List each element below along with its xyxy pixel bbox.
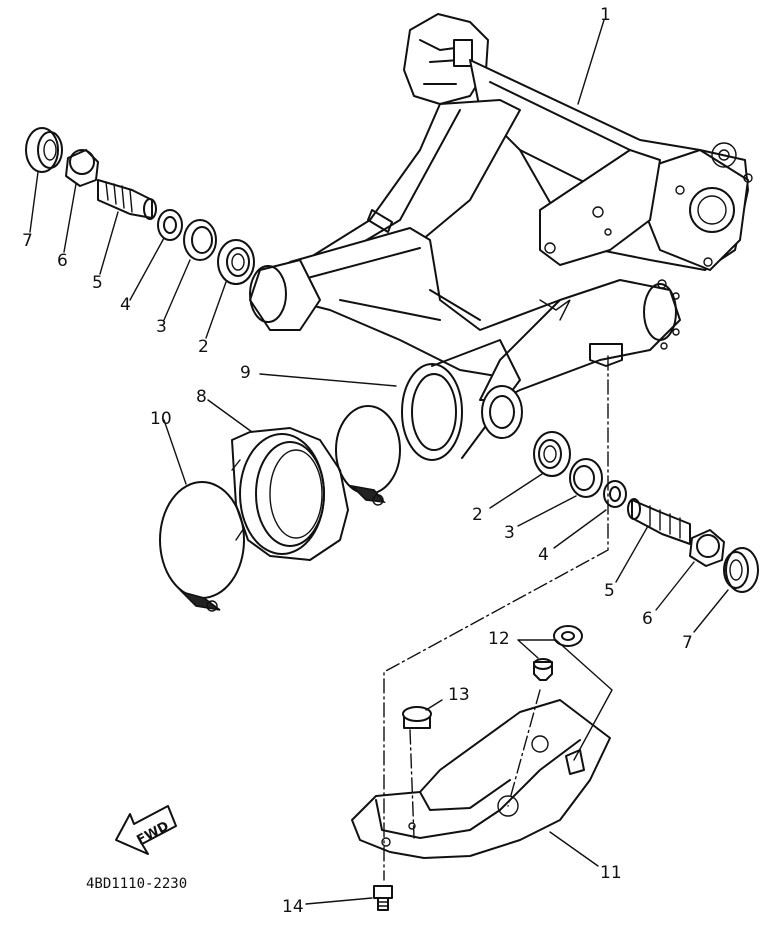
part-14-bolt xyxy=(373,885,393,911)
part-13-cap xyxy=(402,706,432,729)
part-10-boot-clamp-large xyxy=(159,481,245,612)
part-2-left-bearing xyxy=(217,239,255,285)
callout-14: 14 xyxy=(282,897,304,917)
part-12-grommet xyxy=(533,625,583,681)
part-6-left-collar xyxy=(65,149,99,187)
callout-6-right: 6 xyxy=(642,609,653,629)
part-6-right-collar xyxy=(689,529,725,567)
callout-13: 13 xyxy=(448,685,470,705)
part-3-right-oil-seal xyxy=(569,458,603,498)
part-9-boot-clamp-small xyxy=(335,405,401,506)
part-1-swingarm xyxy=(249,13,753,461)
part-2-right-bearing xyxy=(533,431,571,477)
callout-7-left: 7 xyxy=(22,231,33,251)
part-3-left-oil-seal xyxy=(183,219,217,261)
assembly-lines xyxy=(29,19,729,905)
part-11-chain-guard xyxy=(351,699,611,859)
fwd-arrow-icon: FWD xyxy=(115,805,177,855)
part-7-right-dust-cover xyxy=(723,547,759,593)
callout-8: 8 xyxy=(196,387,207,407)
callout-labels: 1 7 6 5 4 3 2 9 8 10 2 3 4 5 6 7 12 13 1… xyxy=(22,5,693,917)
part-4-right-spacer xyxy=(603,480,627,508)
callout-12: 12 xyxy=(488,629,510,649)
callout-4-right: 4 xyxy=(538,545,549,565)
part-7-left-dust-cover xyxy=(25,127,63,173)
part-5-left-pivot-shaft xyxy=(97,179,157,220)
callout-3-left: 3 xyxy=(156,317,167,337)
callout-2-left: 2 xyxy=(198,337,209,357)
part-8-drive-boot xyxy=(231,427,349,561)
callout-1: 1 xyxy=(600,5,611,25)
callout-3-right: 3 xyxy=(504,523,515,543)
callout-11: 11 xyxy=(600,863,622,883)
callout-6-left: 6 xyxy=(57,251,68,271)
callout-5-left: 5 xyxy=(92,273,103,293)
part-5-right-pivot-shaft xyxy=(627,498,691,545)
callout-4-left: 4 xyxy=(120,295,131,315)
drawing-code: 4BD1110-2230 xyxy=(86,876,187,892)
callout-2-right: 2 xyxy=(472,505,483,525)
callout-7-right: 7 xyxy=(682,633,693,653)
callout-10: 10 xyxy=(150,409,172,429)
callout-5-right: 5 xyxy=(604,581,615,601)
callout-9: 9 xyxy=(240,363,251,383)
part-4-left-spacer xyxy=(157,209,183,241)
